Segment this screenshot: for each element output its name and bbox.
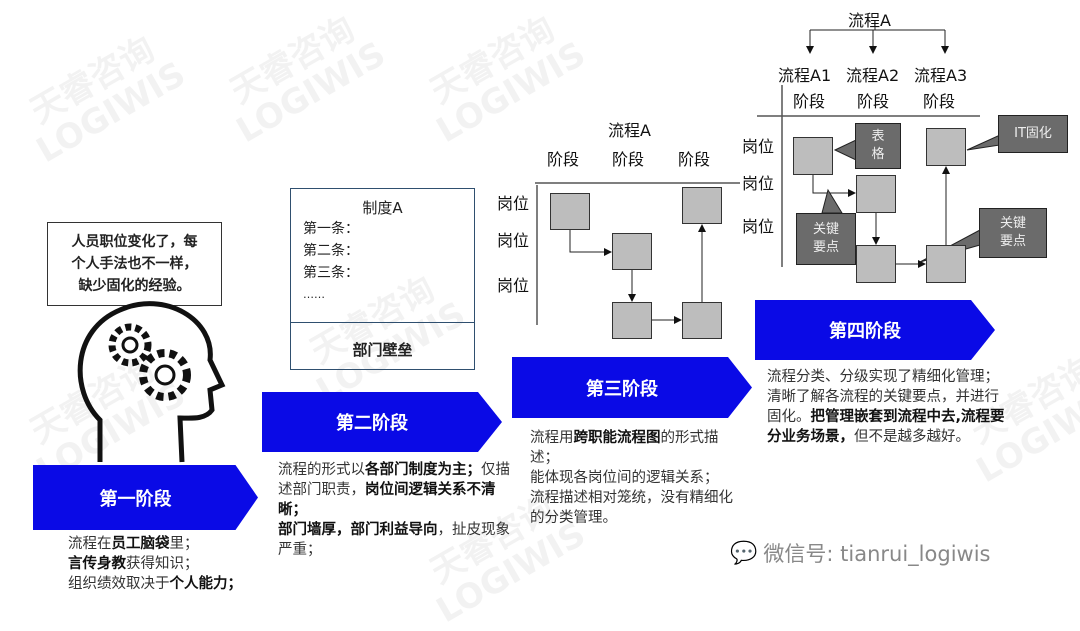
callout-it: IT固化: [998, 115, 1068, 153]
process-step: [926, 245, 966, 283]
process-step: [856, 175, 896, 213]
subprocess-label: 流程A2: [846, 66, 900, 85]
stage3-label: 第三阶段: [586, 378, 658, 400]
phase-header: 阶段: [857, 92, 890, 111]
doc-line: 第三条：: [303, 265, 359, 281]
bubble-line: 人员职位变化了，每: [71, 234, 198, 250]
phase-header: 阶段: [923, 92, 956, 111]
bubble-line: 个人手法也不一样，: [71, 256, 198, 272]
wechat-id: 微信号: tianrui_logiwis: [763, 542, 991, 566]
doc-line: 第一条：: [303, 221, 359, 237]
role-label: 岗位: [497, 276, 530, 295]
subprocess-label: 流程A1: [778, 66, 832, 85]
stage1-description: 流程在员工脑袋里； 言传身教获得知识； 组织绩效取决于个人能力；: [68, 536, 242, 592]
role-label: 岗位: [742, 137, 775, 156]
phase-header: 阶段: [547, 150, 580, 169]
phase-header: 阶段: [678, 150, 711, 169]
stage2-label: 第二阶段: [336, 413, 408, 434]
regulation-document: 制度A 第一条： 第二条： 第三条： …… 部门壁垒: [290, 188, 475, 370]
process-step: [926, 128, 966, 166]
subprocess-label: 流程A3: [914, 66, 968, 85]
role-label: 岗位: [497, 194, 530, 213]
stage4-description: 流程分类、分级实现了精细化管理；清晰了解各流程的关键要点，并进行固化。把管理嵌套…: [767, 369, 1005, 445]
phase-header: 阶段: [612, 150, 645, 169]
stage2-description: 流程的形式以各部门制度为主；仅描述部门职责，岗位间逻辑关系不清晰；部门墙厚，部门…: [278, 462, 510, 558]
wechat-footer: 💬 微信号: tianrui_logiwis: [730, 538, 990, 568]
role-label: 岗位: [742, 217, 775, 236]
doc-line: 第二条：: [303, 243, 359, 259]
doc-title: 制度A: [362, 199, 403, 217]
callout-key-points: 关键要点: [796, 213, 856, 265]
speech-bubble: 人员职位变化了，每 个人手法也不一样， 缺少固化的经验。: [47, 222, 222, 306]
process-step: [612, 233, 652, 270]
process-step: [793, 137, 833, 175]
role-label: 岗位: [742, 174, 775, 193]
process-step: [682, 302, 722, 339]
stage1-label: 第一阶段: [99, 488, 172, 510]
stage4-process-title: 流程A: [848, 11, 891, 30]
process-step: [550, 193, 590, 230]
role-label: 岗位: [497, 231, 530, 250]
stage2-arrow: 第二阶段: [262, 392, 502, 452]
stage4-label: 第四阶段: [829, 321, 901, 342]
process-step: [856, 245, 896, 283]
callout-key-points: 关键要点: [979, 208, 1047, 258]
doc-footer: 部门壁垒: [352, 341, 413, 359]
bubble-line: 缺少固化的经验。: [78, 278, 191, 294]
stage3-description: 流程用跨职能流程图的形式描述；能体现各岗位间的逻辑关系；流程描述相对笼统，没有精…: [530, 430, 733, 526]
callout-form: 表格: [855, 123, 901, 169]
phase-header: 阶段: [793, 92, 826, 111]
stage1-arrow: 第一阶段: [33, 465, 258, 530]
process-step: [682, 187, 722, 224]
stage3-arrow: 第三阶段: [512, 357, 752, 418]
wechat-icon: 💬: [730, 540, 758, 566]
doc-line: ……: [303, 288, 325, 301]
process-step: [612, 302, 652, 339]
stage4-arrow: 第四阶段: [755, 300, 995, 360]
stage3-process-title: 流程A: [608, 121, 651, 140]
